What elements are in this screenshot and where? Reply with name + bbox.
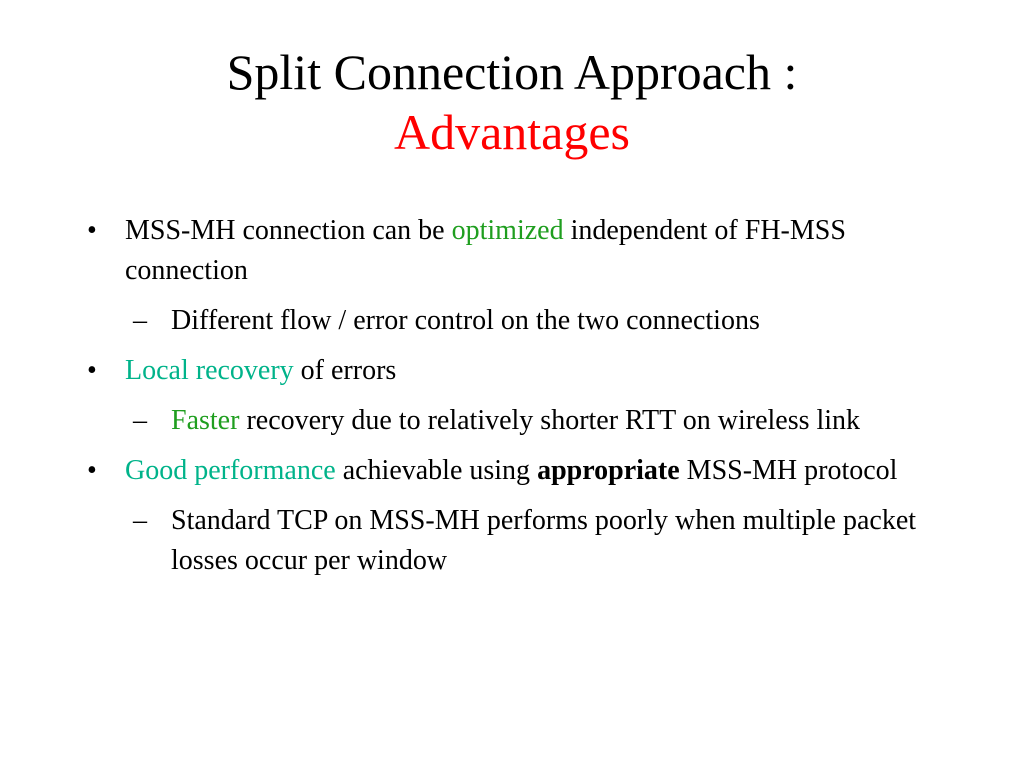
bullet-item-optimized: • MSS-MH connection can be optimized ind… <box>84 211 964 291</box>
highlight-faster: Faster <box>171 405 240 436</box>
title-line-2-advantages: Advantages <box>393 104 631 160</box>
bullet-marker: • <box>87 355 97 386</box>
sub-bullet-text: Different flow / error control on the tw… <box>171 305 760 336</box>
slide-title: Split Connection Approach : Advantages <box>0 42 1024 162</box>
sub-bullet-text-post: recovery due to relatively shorter RTT o… <box>239 405 861 436</box>
bullet-item-good-performance: • Good performance achievable using appr… <box>84 451 964 491</box>
highlight-optimized: optimized <box>451 215 564 246</box>
bold-appropriate: appropriate <box>537 455 680 486</box>
bullet-text-pre: MSS-MH connection can be <box>125 215 452 246</box>
sub-bullet-faster-recovery: – Faster recovery due to relatively shor… <box>84 401 964 441</box>
bullet-text-post: MSS-MH protocol <box>679 455 898 486</box>
bullet-text-post: independent of FH-MSS connection <box>125 215 846 286</box>
title-line-1: Split Connection Approach : <box>226 44 798 100</box>
bullet-text-mid: achievable using <box>335 455 538 486</box>
sub-bullet-standard-tcp: – Standard TCP on MSS-MH performs poorly… <box>84 501 964 581</box>
sub-bullet-text: Standard TCP on MSS-MH performs poorly w… <box>171 505 917 576</box>
sub-bullet-marker: – <box>133 405 147 436</box>
sub-bullet-marker: – <box>133 305 147 336</box>
bullet-text-post: of errors <box>293 355 397 386</box>
sub-bullet-marker: – <box>133 505 147 536</box>
sub-bullet-flow-control: – Different flow / error control on the … <box>84 301 964 341</box>
bullet-list: • MSS-MH connection can be optimized ind… <box>84 211 964 591</box>
bullet-marker: • <box>87 455 97 486</box>
bullet-item-local-recovery: • Local recovery of errors <box>84 351 964 391</box>
highlight-local-recovery: Local recovery <box>125 355 294 386</box>
bullet-marker: • <box>87 215 97 246</box>
highlight-good-performance: Good performance <box>125 455 336 486</box>
